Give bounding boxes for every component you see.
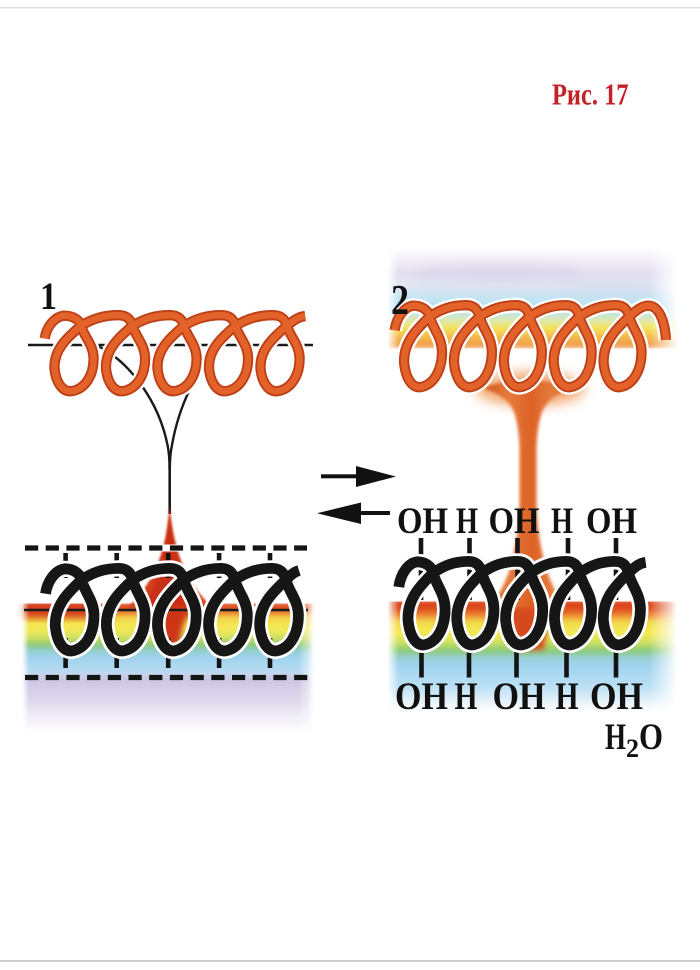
svg-text:OH: OH: [586, 501, 637, 542]
svg-text:OH: OH: [397, 501, 448, 542]
svg-text:OH: OH: [395, 675, 448, 718]
svg-text:2: 2: [391, 278, 409, 324]
svg-text:OH: OH: [493, 675, 546, 718]
svg-text:H: H: [551, 501, 573, 542]
svg-text:H: H: [456, 501, 478, 542]
svg-text:H: H: [556, 675, 579, 718]
svg-text:H: H: [455, 675, 478, 718]
svg-text:H: H: [605, 717, 626, 758]
svg-text:OH: OH: [590, 675, 643, 718]
svg-text:2: 2: [626, 734, 639, 763]
svg-text:O: O: [639, 717, 663, 758]
svg-text:Рис. 17: Рис. 17: [552, 77, 629, 112]
svg-text:OH: OH: [489, 501, 540, 542]
svg-text:1: 1: [40, 275, 57, 318]
